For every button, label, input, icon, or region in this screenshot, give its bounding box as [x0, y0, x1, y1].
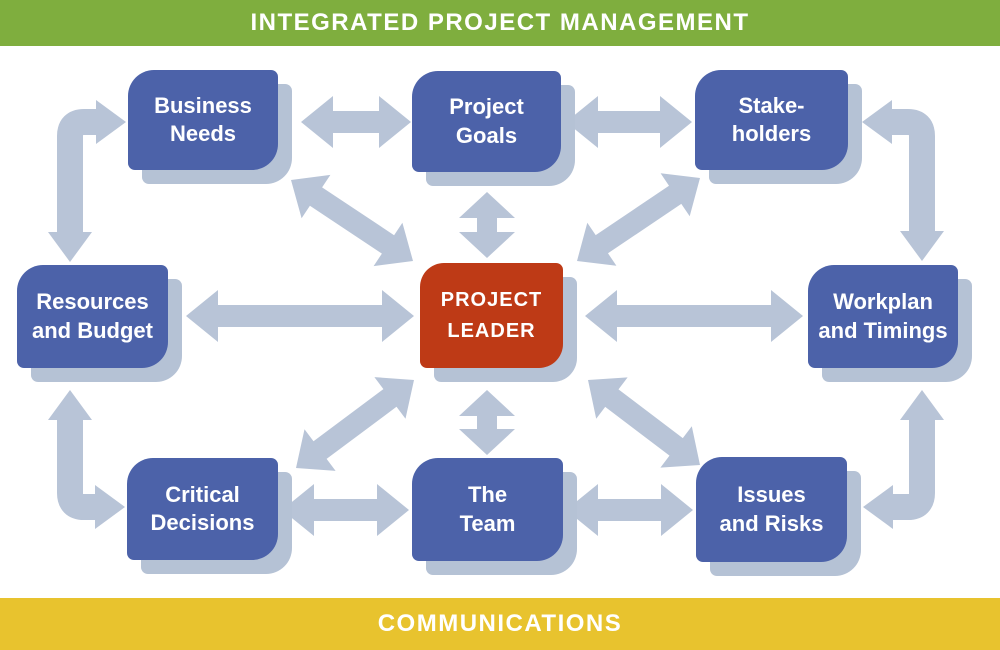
arrow-stakeholders-leader [577, 173, 700, 266]
node-business-needs-label: Business Needs [154, 92, 252, 146]
arrow-project-goals-stakeholders [566, 96, 692, 148]
elbow-resources-and-budget-critical-decisions-head-0 [48, 390, 92, 420]
arrow-resources-and-budget-leader [186, 290, 414, 342]
elbow-stakeholders-workplan-and-timings [862, 100, 944, 261]
bottom-banner-title: COMMUNICATIONS [377, 610, 623, 637]
elbow-workplan-and-timings-issues-and-risks [863, 390, 944, 529]
elbow-resources-and-budget-critical-decisions-head-1 [95, 485, 125, 529]
arrow-project-goals-leader [459, 192, 515, 258]
elbow-workplan-and-timings-issues-and-risks-head-0 [900, 390, 944, 420]
elbow-business-needs-resources-and-budget-head-0 [96, 100, 126, 144]
elbow-business-needs-resources-and-budget-head-1 [48, 232, 92, 262]
arrow-leader-the-team [459, 390, 515, 455]
node-critical-decisions: Critical Decisions [127, 458, 278, 560]
node-workplan-and-timings-label: Workplan and Timings [818, 289, 948, 343]
node-issues-and-risks: Issues and Risks [696, 457, 847, 562]
arrow-the-team-issues-and-risks [566, 484, 693, 536]
node-project-leader-label: PROJECT LEADER [440, 288, 543, 342]
elbow-workplan-and-timings-issues-and-risks-head-1 [863, 485, 893, 529]
node-critical-decisions-label: Critical Decisions [150, 481, 255, 535]
elbow-stakeholders-workplan-and-timings-shaft [892, 109, 935, 231]
arrow-business-needs-leader [291, 174, 413, 267]
arrow-business-needs-project-goals [301, 96, 411, 148]
elbow-resources-and-budget-critical-decisions [48, 390, 125, 529]
arrow-issues-and-risks-leader [588, 377, 700, 468]
elbow-workplan-and-timings-issues-and-risks-shaft [893, 420, 935, 520]
node-the-team-label: The Team [459, 482, 516, 536]
arrow-critical-decisions-leader [296, 377, 414, 471]
elbow-business-needs-resources-and-budget-shaft [57, 109, 97, 232]
top-banner-title: INTEGRATED PROJECT MANAGEMENT [250, 9, 750, 36]
node-workplan-and-timings: Workplan and Timings [808, 265, 958, 368]
node-project-leader: PROJECT LEADER [420, 263, 563, 368]
node-issues-and-risks-label: Issues and Risks [719, 482, 824, 536]
node-resources-and-budget: Resources and Budget [17, 265, 168, 368]
arrow-leader-workplan-and-timings [585, 290, 803, 342]
node-the-team: The Team [412, 458, 563, 561]
node-project-goals-label: Project Goals [449, 94, 524, 148]
elbow-resources-and-budget-critical-decisions-shaft [57, 420, 97, 520]
bottom-banner: COMMUNICATIONS [0, 598, 1000, 650]
elbow-business-needs-resources-and-budget [48, 100, 126, 262]
node-stakeholders-label: Stake- holders [731, 92, 812, 146]
elbow-stakeholders-workplan-and-timings-head-0 [862, 100, 892, 144]
node-project-goals: Project Goals [412, 71, 561, 172]
node-stakeholders: Stake- holders [695, 70, 848, 170]
arrow-critical-decisions-the-team [282, 484, 409, 536]
node-resources-and-budget-label: Resources and Budget [32, 289, 153, 343]
top-banner: INTEGRATED PROJECT MANAGEMENT [0, 0, 1000, 46]
elbow-stakeholders-workplan-and-timings-head-1 [900, 231, 944, 261]
node-business-needs: Business Needs [128, 70, 278, 170]
